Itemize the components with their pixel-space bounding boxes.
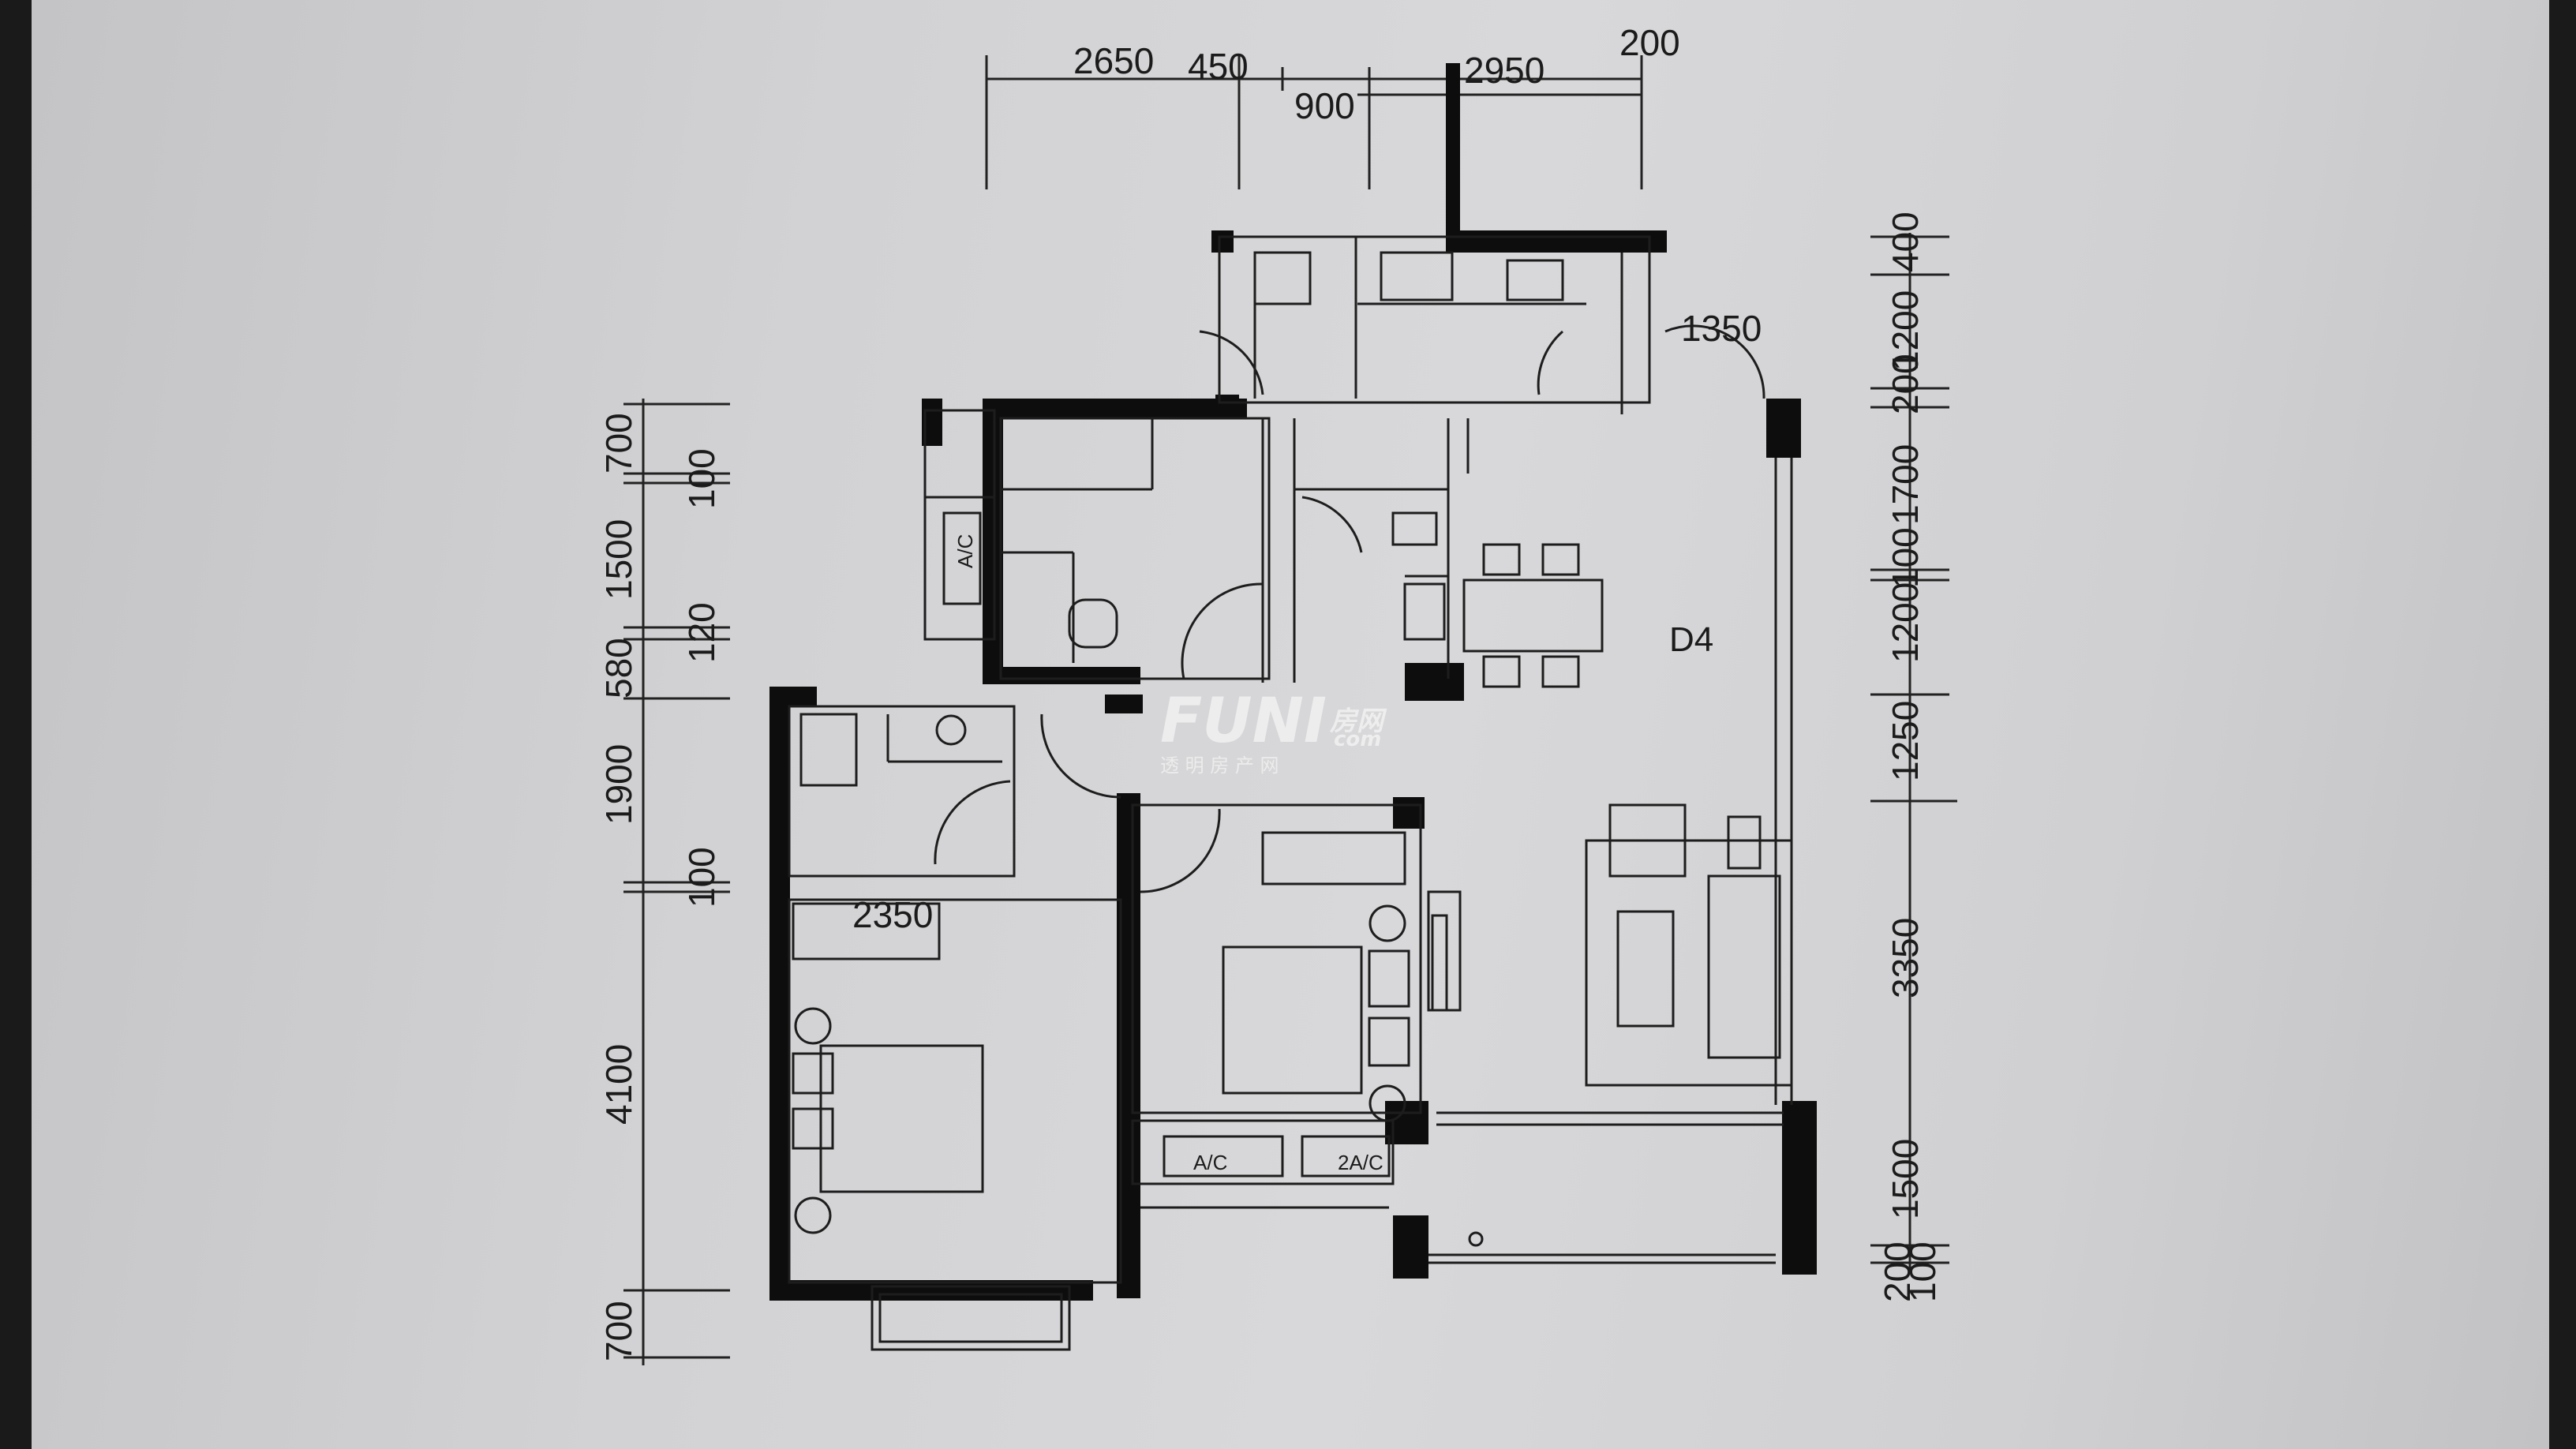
dim-top-2650: 2650 [1073,40,1154,81]
dim-right-400: 400 [1885,212,1926,272]
watermark-domain: com [1334,728,1381,751]
ac-label-3: 2A/C [1338,1151,1383,1174]
dim-left-700b: 700 [598,1301,639,1361]
unit-label: D4 [1669,620,1713,659]
dim-inner-2350: 2350 [852,894,933,935]
room-outlines [788,235,1793,1351]
ac-label-2: A/C [1193,1151,1227,1174]
dim-left-100a: 100 [681,448,722,509]
dim-left-1900: 1900 [598,744,639,825]
dimension-labels-left: 700 100 1500 120 580 1900 100 4100 700 [598,413,722,1361]
dim-inner-1350: 1350 [1681,308,1762,349]
watermark-brand: FUNI [1160,686,1327,757]
dimension-labels-right: 400 1200 200 1700 100 1200 1250 3350 150… [1877,212,1943,1302]
inner-labels: 1350 2350 D4 A/C A/C 2A/C [852,308,1762,1174]
dim-left-1500: 1500 [598,519,639,600]
dim-right-200b: 200 [1877,1241,1918,1302]
dimension-labels-top: 2650 450 900 2950 200 [1073,22,1680,126]
dim-top-450: 450 [1188,46,1249,87]
dim-right-3350: 3350 [1885,918,1926,998]
dim-right-100a: 100 [1885,527,1926,588]
watermark-subtitle: 透 明 房 产 网 [1160,754,1279,777]
dim-right-200a: 200 [1885,354,1926,414]
dim-top-200: 200 [1619,22,1680,63]
dim-right-1700: 1700 [1885,444,1926,525]
dim-left-700a: 700 [598,413,639,474]
dim-top-2950: 2950 [1464,50,1544,91]
watermark: FUNI 房网 com 透 明 房 产 网 [1160,686,1387,777]
ac-label-1: A/C [953,534,977,568]
watermark-brand-suffix: 房网 [1329,706,1387,737]
dimension-lines [623,55,1957,1365]
dim-right-1200b: 1200 [1885,582,1926,663]
dim-left-120: 120 [681,602,722,663]
dim-right-1500: 1500 [1885,1139,1926,1219]
dim-right-1250: 1250 [1885,701,1926,781]
dim-left-4100: 4100 [598,1044,639,1125]
dim-right-100b: 100 [1902,1241,1943,1302]
dim-left-100b: 100 [681,847,722,908]
walls [769,63,1817,1301]
dim-top-900: 900 [1294,85,1355,126]
dim-left-580: 580 [598,638,639,698]
dim-right-1200a: 1200 [1885,290,1926,371]
